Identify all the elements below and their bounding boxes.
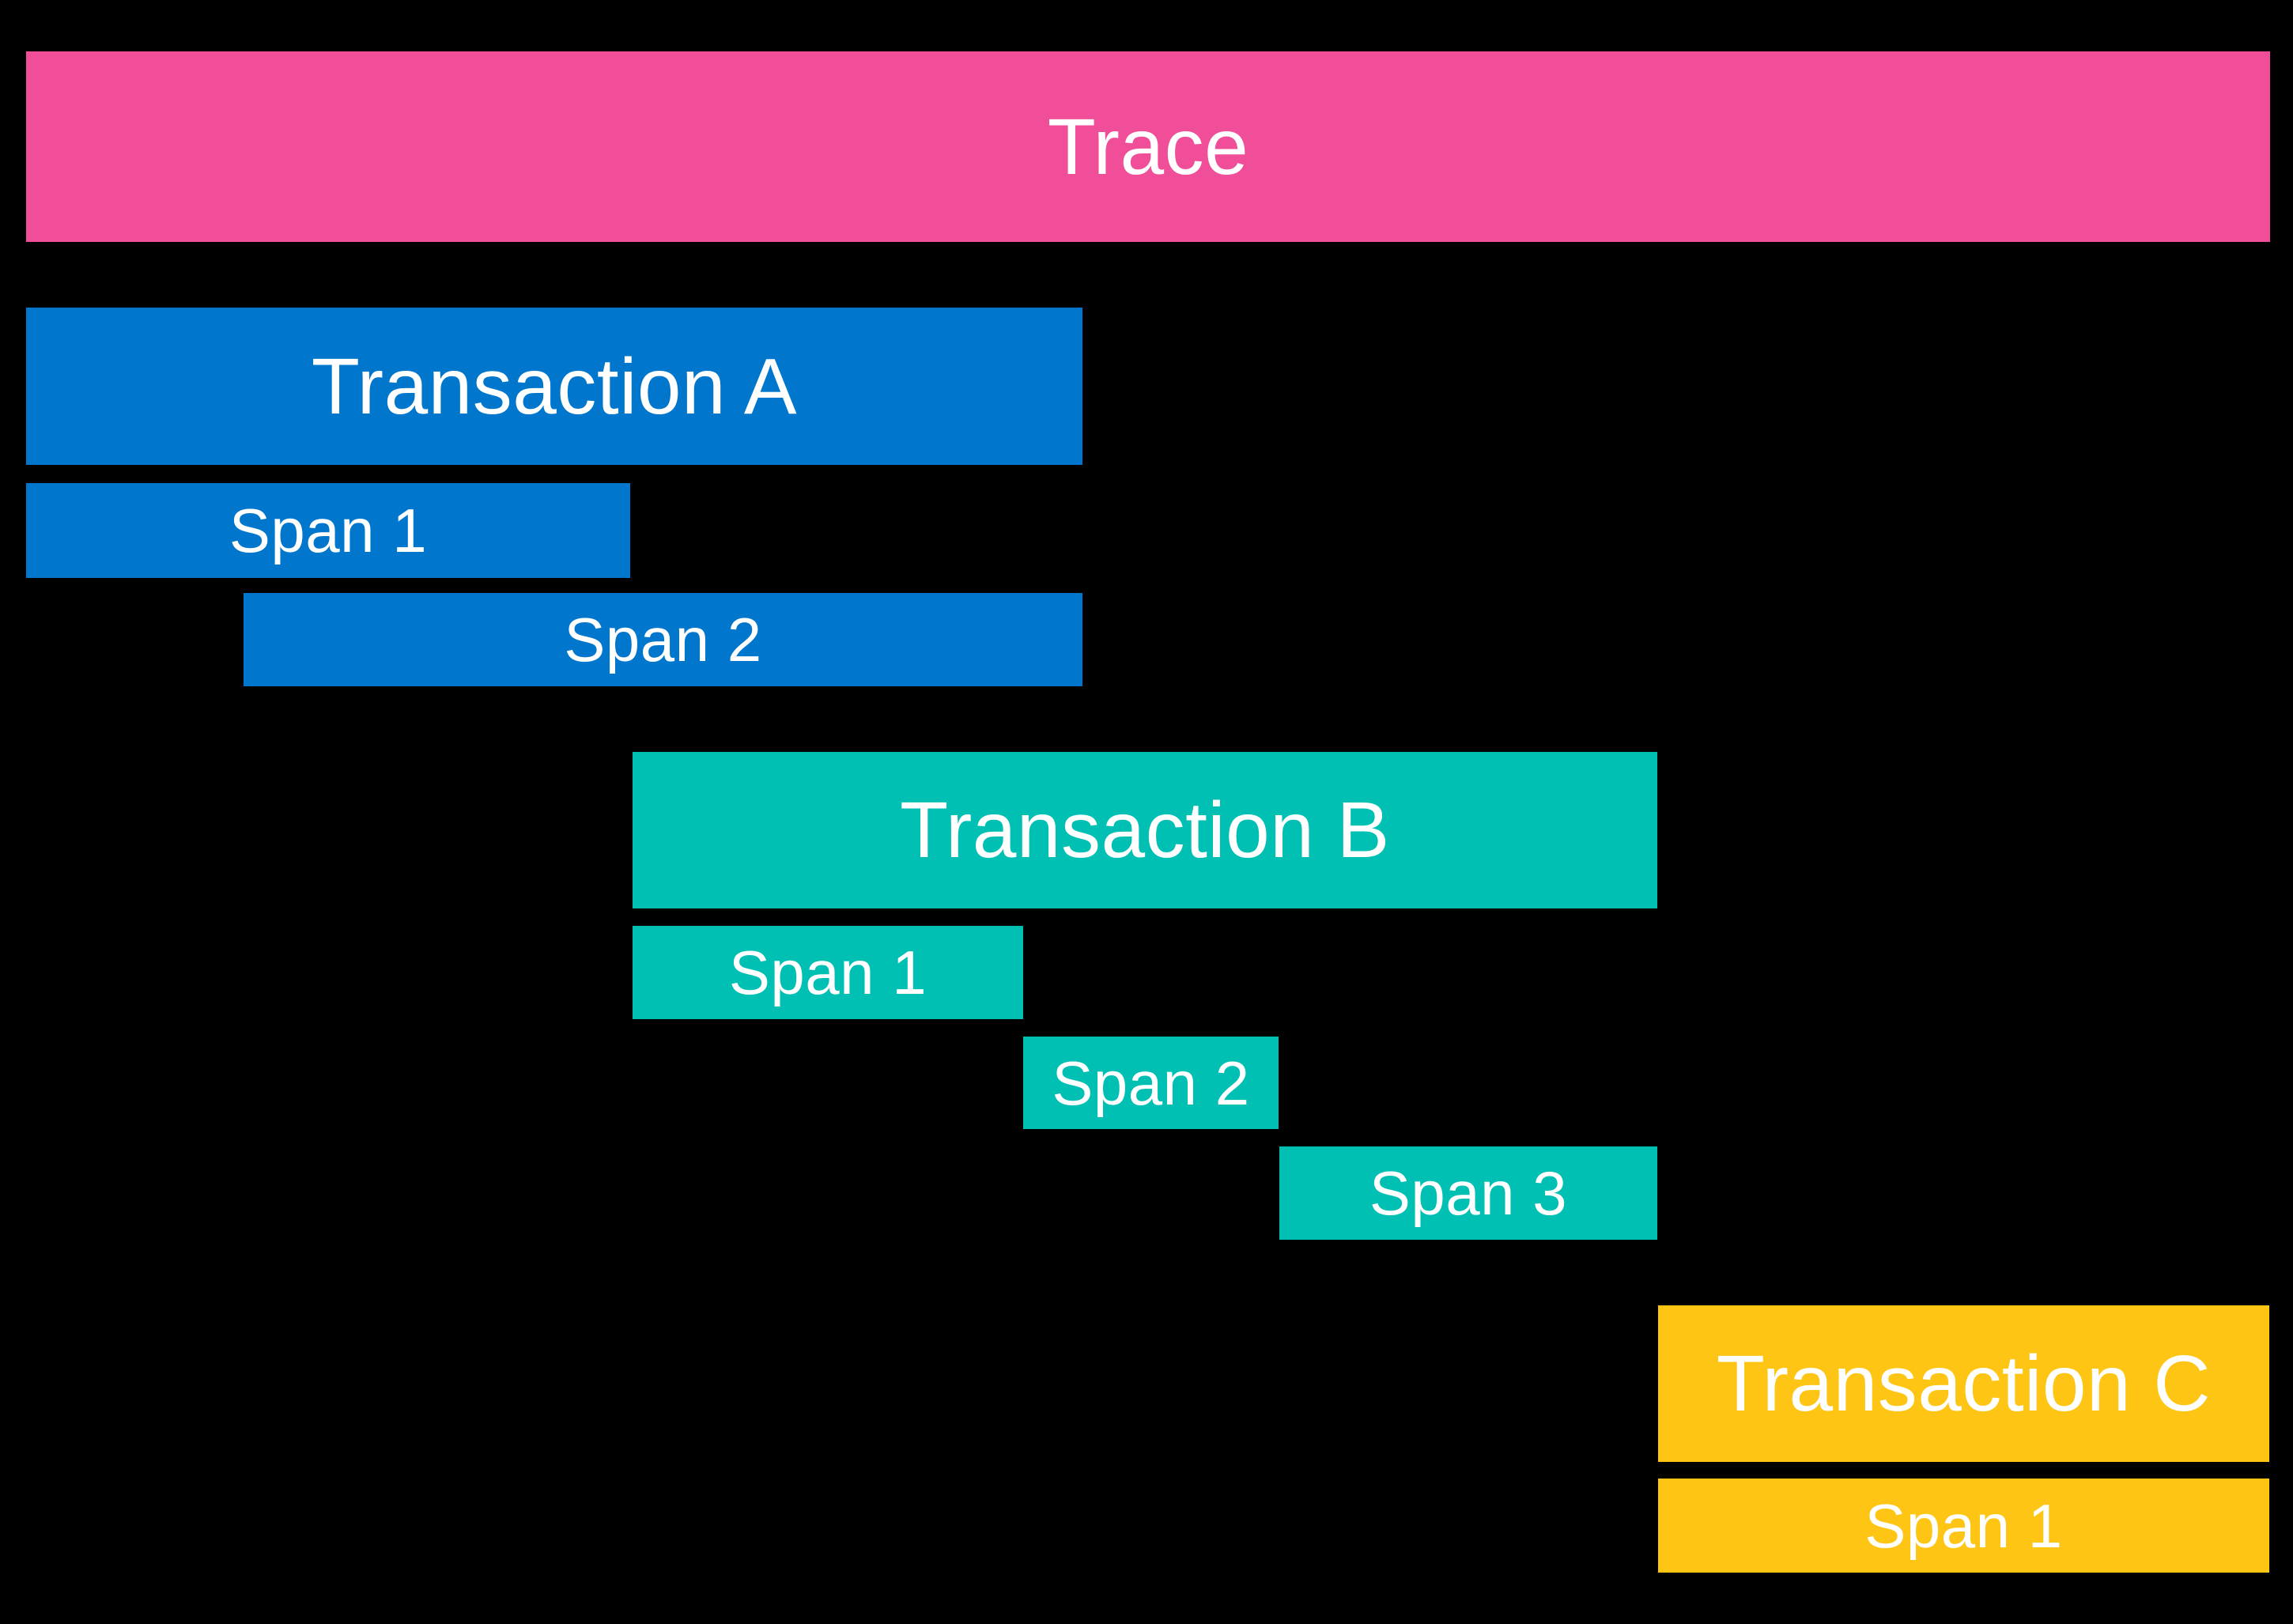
transaction-b-span-3-label: Span 3 <box>1369 1158 1568 1228</box>
trace-label: Trace <box>1047 102 1249 191</box>
transaction-b-span-2-label: Span 2 <box>1052 1048 1250 1118</box>
transaction-b-span-1-bar: Span 1 <box>633 926 1023 1019</box>
transaction-a-label: Transaction A <box>311 342 798 431</box>
transaction-b-span-2-bar: Span 2 <box>1023 1037 1279 1129</box>
transaction-a-span-1-bar: Span 1 <box>26 483 630 578</box>
transaction-c-span-1-bar: Span 1 <box>1658 1479 2269 1573</box>
transaction-c-label: Transaction C <box>1716 1339 2212 1428</box>
transaction-a-span-2-label: Span 2 <box>564 605 762 674</box>
transaction-b-span-3-bar: Span 3 <box>1279 1146 1657 1240</box>
transaction-a-span-2-bar: Span 2 <box>244 593 1082 686</box>
transaction-c-bar: Transaction C <box>1658 1305 2269 1462</box>
transaction-a-bar: Transaction A <box>26 308 1082 465</box>
transaction-b-bar: Transaction B <box>633 752 1657 908</box>
trace-bar: Trace <box>26 51 2270 242</box>
transaction-b-label: Transaction B <box>900 786 1390 874</box>
transaction-a-span-1-label: Span 1 <box>229 496 428 565</box>
transaction-c-span-1-label: Span 1 <box>1864 1490 2063 1561</box>
transaction-b-span-1-label: Span 1 <box>728 938 927 1007</box>
